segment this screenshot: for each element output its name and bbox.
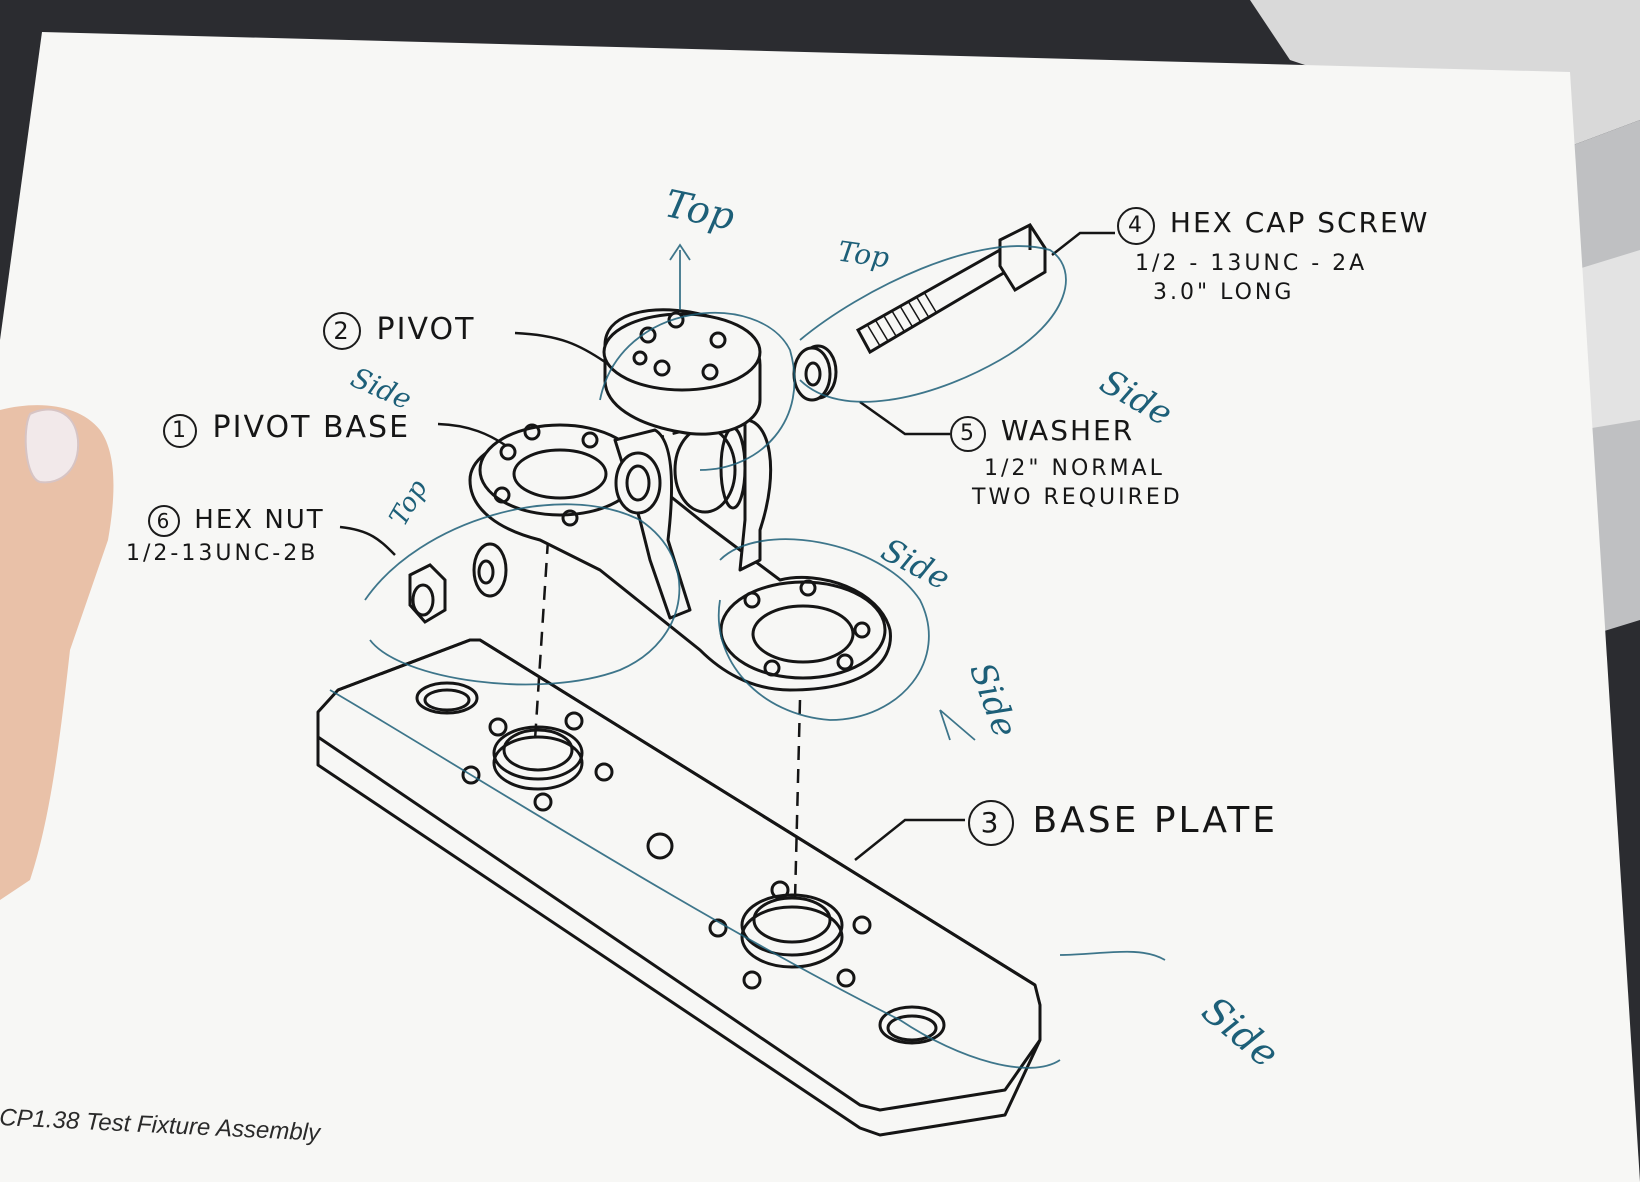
callout-spec-washer-size: 1/2" NORMAL bbox=[984, 456, 1165, 481]
callout-spec-screw-length: 3.0" LONG bbox=[1153, 280, 1295, 305]
callout-number-6: 6 bbox=[148, 505, 180, 537]
callout-spec-washer-qty: TWO REQUIRED bbox=[972, 485, 1183, 510]
base-plate bbox=[316, 638, 1042, 1137]
callout-base-plate: 3 BASE PLATE bbox=[968, 800, 1278, 846]
callout-spec-screw-thread: 1/2 - 13UNC - 2A bbox=[1135, 251, 1368, 276]
callout-number-5: 5 bbox=[950, 416, 986, 452]
callout-hex-cap-screw: 4 HEX CAP SCREW 1/2 - 13UNC - 2A 3.0" LO… bbox=[1117, 206, 1429, 305]
pivot-top bbox=[602, 308, 762, 436]
callout-pivot: 2 PIVOT bbox=[323, 312, 475, 350]
callout-title-hex-cap-screw: HEX CAP SCREW bbox=[1169, 206, 1430, 239]
pivot-base bbox=[468, 418, 892, 692]
callout-number-4: 4 bbox=[1117, 207, 1155, 245]
callout-leaders bbox=[339, 231, 1115, 861]
fingernail bbox=[24, 408, 80, 484]
pen-scribbles bbox=[329, 243, 1166, 1069]
pen-note-top-2: Top bbox=[835, 234, 892, 275]
callout-title-base-plate: BASE PLATE bbox=[1032, 800, 1278, 841]
callout-title-washer: WASHER bbox=[1000, 414, 1135, 447]
callout-spec-hex-nut: 1/2-13UNC-2B bbox=[126, 541, 319, 566]
callout-hex-nut: 6 HEX NUT 1/2-13UNC-2B bbox=[126, 505, 325, 566]
callout-number-1: 1 bbox=[163, 414, 197, 448]
callout-number-2: 2 bbox=[323, 312, 361, 350]
callout-title-pivot: PIVOT bbox=[376, 312, 476, 347]
callout-pivot-base: 1 PIVOT BASE bbox=[163, 410, 410, 448]
callout-number-3: 3 bbox=[968, 800, 1014, 846]
hex-nut bbox=[408, 542, 508, 624]
callout-title-pivot-base: PIVOT BASE bbox=[212, 410, 411, 445]
callout-title-hex-nut: HEX NUT bbox=[194, 505, 325, 535]
callout-washer: 5 WASHER 1/2" NORMAL TWO REQUIRED bbox=[950, 414, 1183, 510]
hand-holding-paper bbox=[0, 405, 114, 900]
hex-cap-screw bbox=[855, 223, 1047, 355]
